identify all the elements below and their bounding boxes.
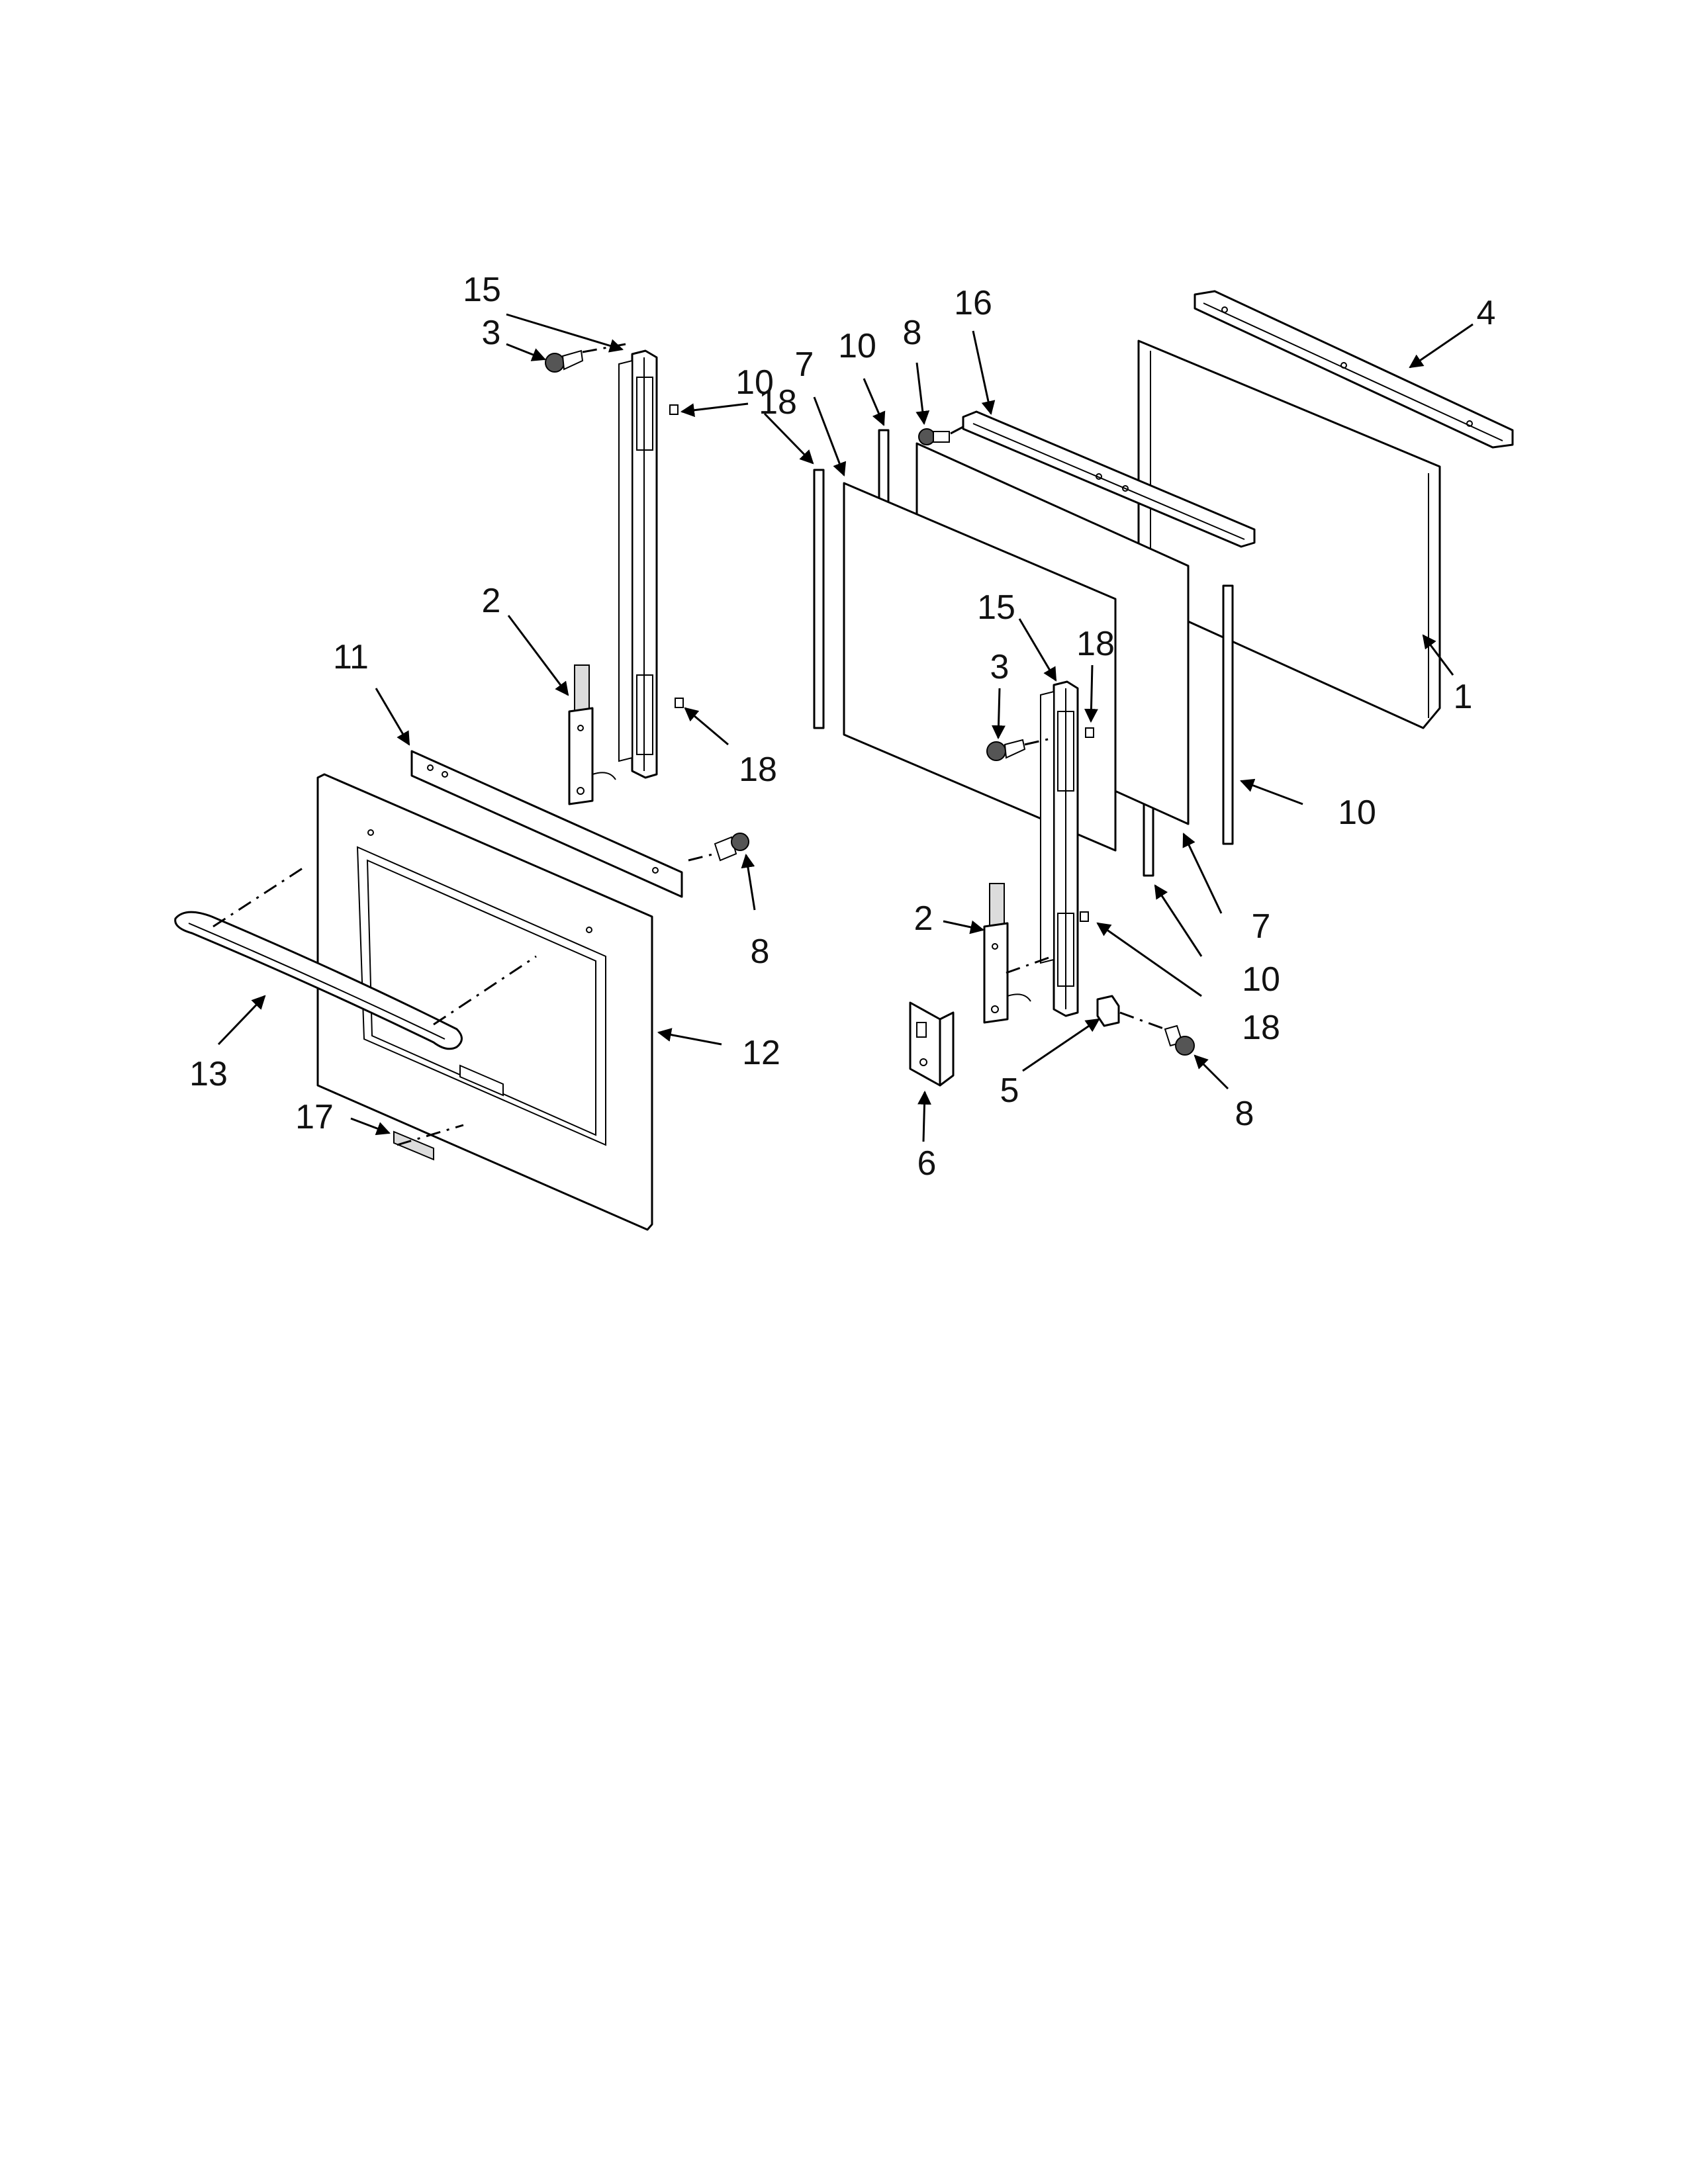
glass-spacer-strip (813, 469, 825, 729)
door-top-trim (410, 750, 683, 898)
leader-arrow (506, 343, 546, 361)
clip (1085, 727, 1094, 738)
callout-15: 15 (977, 588, 1015, 627)
leader-arrow (1422, 634, 1454, 676)
hinge (568, 664, 616, 805)
latch-bracket (909, 1001, 955, 1087)
callout-1: 1 (1454, 678, 1473, 716)
leader-arrow (763, 412, 814, 465)
callout-8: 8 (903, 314, 922, 352)
outer-door-panel (316, 773, 653, 1231)
leader-arrow (350, 1117, 391, 1136)
clip (669, 404, 679, 415)
leader-arrow (992, 688, 1006, 740)
top-vent-trim (1194, 290, 1514, 449)
leader-arrow (680, 402, 749, 418)
callout-8: 8 (1235, 1095, 1254, 1133)
leader-arrow (741, 853, 756, 911)
leader-arrow (915, 362, 930, 426)
leader-arrow (972, 330, 996, 416)
callout-10: 10 (838, 327, 876, 365)
callout-17: 17 (295, 1098, 334, 1136)
leader-arrow (1084, 664, 1098, 723)
alignment-line (1119, 1011, 1166, 1030)
leader-arrow (1018, 618, 1057, 682)
callout-16: 16 (954, 284, 992, 322)
callout-3: 3 (990, 648, 1009, 686)
screw (714, 833, 749, 862)
callout-10: 10 (1242, 960, 1280, 999)
alignment-line (433, 955, 537, 1026)
alignment-line (212, 866, 305, 928)
callout-15: 15 (463, 271, 501, 309)
callout-7: 7 (1252, 907, 1271, 946)
leader-arrow (1096, 922, 1202, 997)
callout-2: 2 (914, 899, 933, 938)
switch-actuator (1096, 995, 1120, 1027)
leader-arrow (684, 707, 729, 746)
screw (918, 428, 950, 445)
callout-12: 12 (742, 1034, 780, 1072)
glass-spacer-strip (1222, 584, 1234, 845)
glass-support-channel (962, 410, 1256, 548)
hinge (983, 883, 1031, 1024)
callout-13: 13 (189, 1055, 228, 1093)
alignment-line (1024, 737, 1055, 746)
leader-arrow (1182, 833, 1223, 914)
hinge-receptacle (618, 349, 658, 779)
leader-arrow (813, 396, 847, 477)
alignment-line (397, 1124, 464, 1146)
callout-18: 18 (739, 751, 777, 789)
hinge-screw (545, 349, 584, 373)
callout-7: 7 (795, 345, 814, 384)
leader-arrow (1154, 884, 1203, 957)
callout-8: 8 (751, 933, 770, 971)
clip (1080, 911, 1089, 922)
leader-arrow (506, 313, 624, 353)
leader-arrow (217, 995, 266, 1046)
callout-10: 10 (1338, 794, 1376, 832)
callout-2: 2 (482, 582, 501, 620)
leader-arrow (917, 1090, 931, 1142)
inner-door-panel (1137, 340, 1441, 729)
screw (1164, 1024, 1195, 1056)
leader-arrow (1240, 778, 1303, 805)
leader-arrow (507, 615, 569, 696)
hinge-receptacle (1040, 680, 1079, 1017)
alignment-line (1006, 955, 1053, 974)
badge (393, 1130, 434, 1161)
callout-18: 18 (759, 383, 797, 422)
leader-arrow (1194, 1054, 1229, 1090)
glass-spacer-strip (878, 429, 890, 506)
door-handle (174, 911, 463, 1050)
leader-arrow (375, 688, 410, 746)
alignment-line (950, 426, 964, 435)
leader-arrow (1022, 1018, 1100, 1072)
callout-10: 10 (735, 363, 774, 402)
callout-4: 4 (1477, 294, 1496, 332)
clip (675, 698, 684, 708)
callout-5: 5 (1000, 1071, 1019, 1110)
alignment-line (688, 852, 716, 862)
leader-arrow (943, 920, 985, 934)
callout-6: 6 (917, 1144, 937, 1183)
hinge-screw (986, 739, 1026, 761)
leader-arrow (1409, 323, 1474, 369)
leader-arrow (863, 378, 886, 426)
callout-18: 18 (1242, 1009, 1280, 1047)
callout-18: 18 (1076, 625, 1115, 663)
callout-11: 11 (333, 638, 369, 676)
leader-arrow (657, 1028, 722, 1046)
callout-3: 3 (482, 314, 501, 352)
